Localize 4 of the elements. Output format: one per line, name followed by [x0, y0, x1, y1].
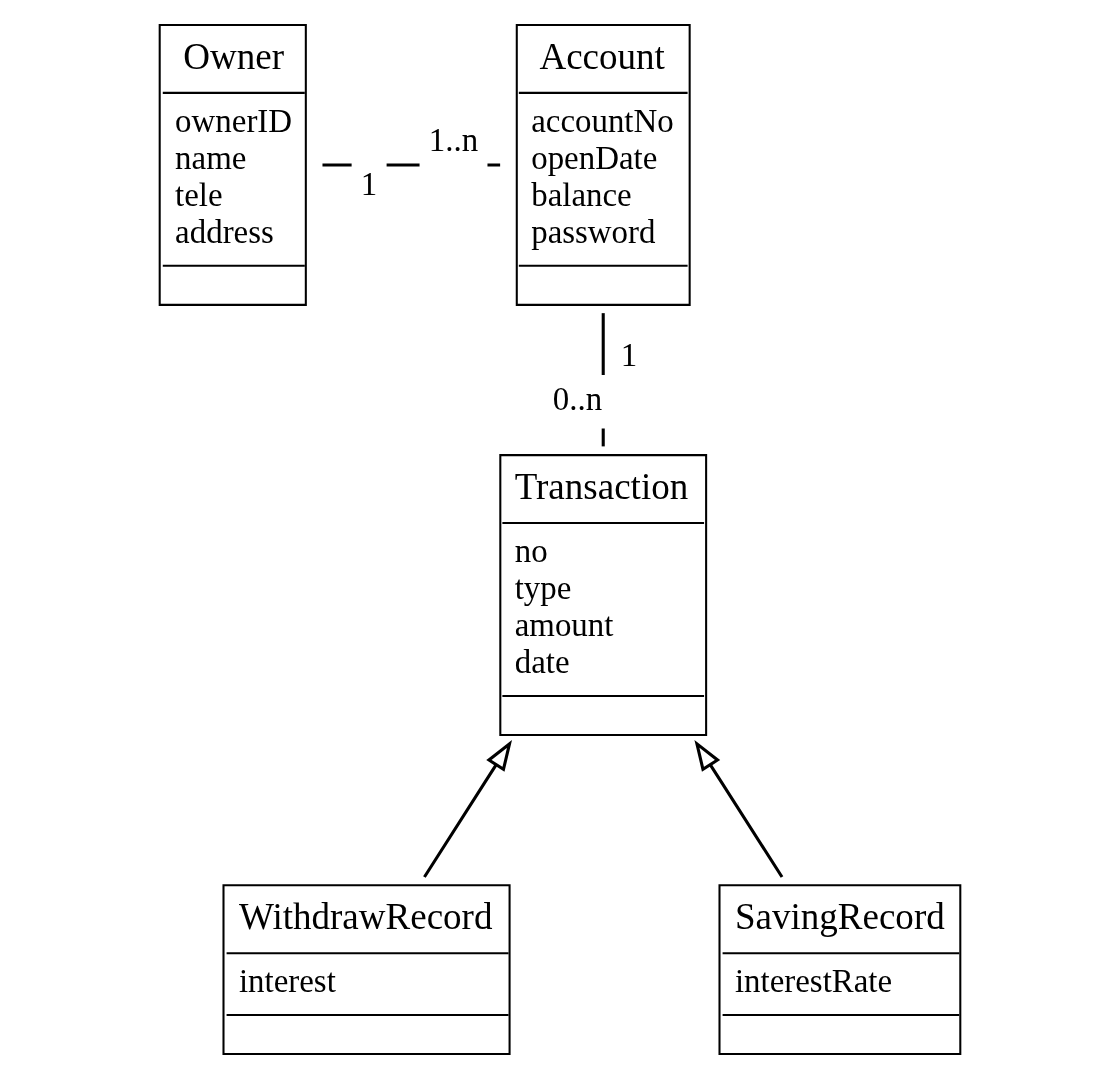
label: 1 [620, 336, 637, 373]
label: 1 [360, 165, 377, 202]
label: 1..n [428, 121, 478, 158]
label: 0..n [552, 380, 602, 417]
